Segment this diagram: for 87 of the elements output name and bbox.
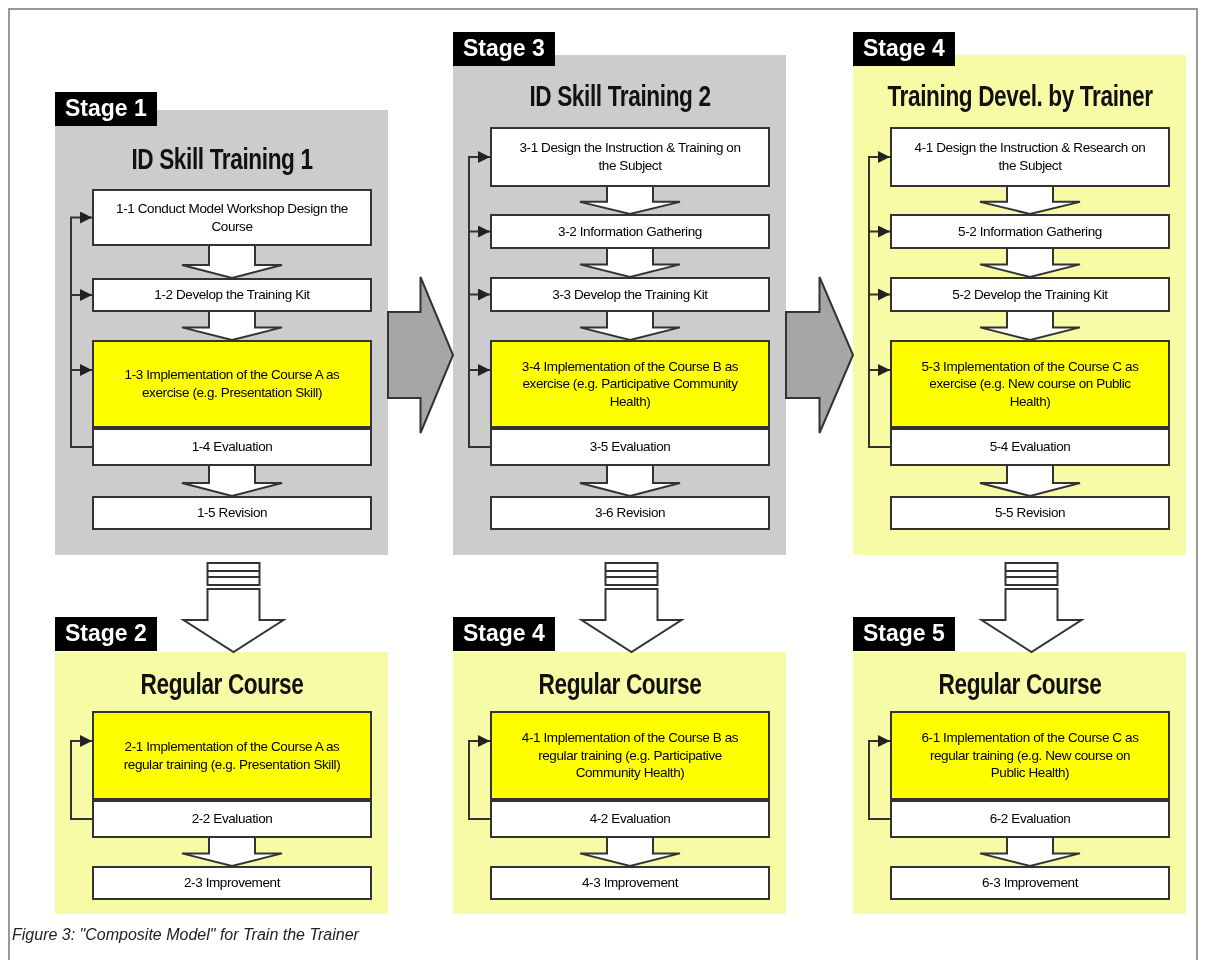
stage-title: Regular Course <box>938 668 1101 701</box>
step-box <box>490 496 770 530</box>
stage-tab: Stage 4 <box>453 617 555 651</box>
step-text: 6-2 Evaluation <box>989 810 1071 828</box>
step-box <box>92 340 372 428</box>
feedback-arrow <box>70 364 93 448</box>
feedback-arrow <box>868 735 891 820</box>
block-arrow <box>387 276 455 434</box>
step-box <box>490 340 770 428</box>
step-box <box>890 428 1170 466</box>
step-text: 1-2 Develop the Training Kit <box>154 286 310 304</box>
stage-title: ID Skill Training 2 <box>528 80 711 113</box>
step-box <box>890 277 1170 312</box>
block-arrow <box>785 276 855 434</box>
step-box <box>890 214 1170 249</box>
step-text: 4-1 Design the Instruction & Research on the Subject <box>914 139 1146 175</box>
step-text: 3-4 Implementation of the Course B as exercise (e.g. Participative Community Health) <box>520 357 740 411</box>
step-box <box>92 189 372 246</box>
feedback-arrow <box>868 364 891 448</box>
step-box <box>92 496 372 530</box>
step-box <box>490 711 770 800</box>
step-text: 1-4 Evaluation <box>191 438 273 456</box>
step-box <box>490 866 770 900</box>
step-text: 2-1 Implementation of the Course A as regular training (e.g. Presentation Skill) <box>122 737 342 774</box>
block-arrow <box>579 311 681 342</box>
step-text: 5-2 Develop the Training Kit <box>952 285 1108 304</box>
block-arrow <box>579 465 681 498</box>
step-text: 4-1 Implementation of the Course B as regular training (e.g. Participative Community Health) <box>520 729 740 782</box>
step-text: 5-4 Evaluation <box>989 438 1071 456</box>
step-box <box>890 127 1170 187</box>
block-arrow <box>181 311 283 342</box>
step-text: 2-3 Improvement <box>183 874 280 892</box>
step-text: 5-5 Revision <box>994 504 1066 522</box>
step-text: 3-5 Evaluation <box>589 438 671 456</box>
stage-tab: Stage 1 <box>55 92 157 126</box>
block-arrow <box>579 248 681 279</box>
step-box <box>490 428 770 466</box>
step-text: 5-3 Implementation of the Course C as exercise (e.g. New course on Public Health) <box>920 357 1140 411</box>
block-arrow <box>979 465 1081 498</box>
stage-title: Regular Course <box>140 668 303 701</box>
step-text: 5-2 Information Gathering <box>958 222 1102 241</box>
step-box <box>890 866 1170 900</box>
feedback-arrow <box>70 735 93 820</box>
block-arrow <box>181 245 283 280</box>
block-arrow <box>979 186 1081 216</box>
step-text: 3-2 Information Gathering <box>558 222 702 241</box>
block-arrow <box>979 311 1081 342</box>
stage-title: Training Devel. by Trainer <box>886 80 1153 113</box>
step-box <box>490 214 770 249</box>
feedback-arrow <box>468 364 491 448</box>
stage-tab: Stage 3 <box>453 32 555 66</box>
step-text: 3-3 Develop the Training Kit <box>552 285 708 304</box>
step-text: 4-3 Improvement <box>581 874 678 892</box>
step-text: 1-1 Conduct Model Workshop Design the Course <box>116 199 348 236</box>
step-box <box>890 496 1170 530</box>
step-box <box>92 428 372 466</box>
block-arrow <box>181 837 283 868</box>
step-box <box>890 340 1170 428</box>
step-box <box>890 800 1170 838</box>
step-text: 6-3 Improvement <box>981 874 1078 892</box>
feedback-arrow <box>468 735 491 820</box>
block-arrow <box>579 186 681 216</box>
stage-title: Regular Course <box>538 668 701 701</box>
step-box <box>890 711 1170 800</box>
step-text: 3-6 Revision <box>594 504 666 522</box>
stage-tab: Stage 4 <box>853 32 955 66</box>
step-box <box>92 866 372 900</box>
block-arrow <box>979 248 1081 279</box>
block-arrow <box>181 465 283 498</box>
step-box <box>490 277 770 312</box>
step-text: 2-2 Evaluation <box>191 810 273 828</box>
block-arrow <box>979 837 1081 868</box>
step-text: 1-3 Implementation of the Course A as exercise (e.g. Presentation Skill) <box>123 366 341 402</box>
step-box <box>92 711 372 800</box>
block-arrow <box>579 837 681 868</box>
step-text: 4-2 Evaluation <box>589 810 671 828</box>
step-text: 3-1 Design the Instruction & Training on the Subject <box>518 139 742 175</box>
step-box <box>490 800 770 838</box>
stage-tab: Stage 5 <box>853 617 955 651</box>
step-text: 1-5 Revision <box>196 504 268 522</box>
step-box <box>92 800 372 838</box>
stage-tab: Stage 2 <box>55 617 157 651</box>
step-text: 6-1 Implementation of the Course C as regular training (e.g. New course on Public Health) <box>920 729 1140 782</box>
stage-title: ID Skill Training 1 <box>130 143 313 176</box>
step-box <box>92 278 372 312</box>
figure-caption: Figure 3: "Composite Model" for Train the Trainer <box>12 926 359 944</box>
step-box <box>490 127 770 187</box>
